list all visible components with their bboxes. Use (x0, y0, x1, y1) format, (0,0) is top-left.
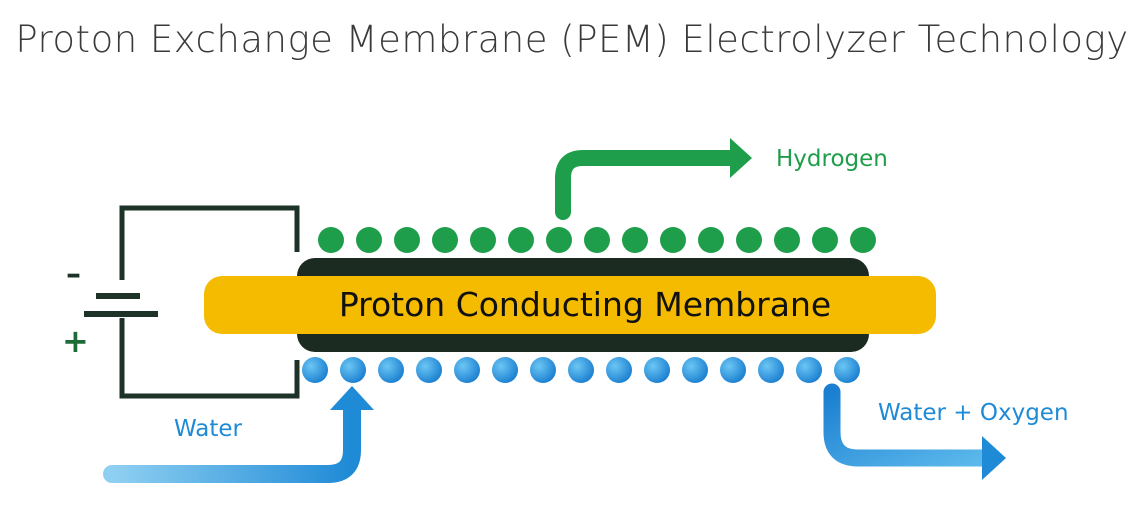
hydrogen-dot (508, 227, 534, 253)
water-oxygen-arrow-icon (823, 383, 1006, 480)
hydrogen-dots (318, 227, 876, 253)
water-dot (682, 357, 708, 383)
water-dot (492, 357, 518, 383)
membrane-band (204, 276, 936, 334)
water-dot (720, 357, 746, 383)
water-dot (302, 357, 328, 383)
battery-negative-label: – (66, 257, 81, 292)
hydrogen-arrow-icon (555, 138, 752, 220)
battery-icon (84, 293, 158, 317)
hydrogen-dot (432, 227, 458, 253)
membrane-label: Proton Conducting Membrane (339, 285, 831, 324)
water-dot (568, 357, 594, 383)
water-dot (416, 357, 442, 383)
circuit-wire (119, 205, 300, 399)
hydrogen-dot (546, 227, 572, 253)
water-dot (340, 357, 366, 383)
hydrogen-dot (698, 227, 724, 253)
water-dot (530, 357, 556, 383)
page-title: Proton Exchange Membrane (PEM) Electroly… (15, 18, 1129, 61)
hydrogen-dot (660, 227, 686, 253)
hydrogen-dot (318, 227, 344, 253)
hydrogen-dot (356, 227, 382, 253)
water-dot (378, 357, 404, 383)
water-inlet-arrow-icon (103, 386, 374, 483)
water-dot (834, 357, 860, 383)
water-dot (606, 357, 632, 383)
water-dot (796, 357, 822, 383)
hydrogen-dot (850, 227, 876, 253)
hydrogen-dot (774, 227, 800, 253)
water-dot (644, 357, 670, 383)
hydrogen-dot (736, 227, 762, 253)
hydrogen-label: Hydrogen (776, 146, 888, 172)
battery-positive-label: + (62, 322, 89, 360)
hydrogen-dot (470, 227, 496, 253)
hydrogen-dot (394, 227, 420, 253)
hydrogen-dot (622, 227, 648, 253)
water-oxygen-label: Water + Oxygen (878, 400, 1069, 426)
water-dots (302, 357, 860, 383)
water-label: Water (174, 416, 243, 442)
hydrogen-dot (584, 227, 610, 253)
water-dot (454, 357, 480, 383)
water-dot (758, 357, 784, 383)
hydrogen-dot (812, 227, 838, 253)
